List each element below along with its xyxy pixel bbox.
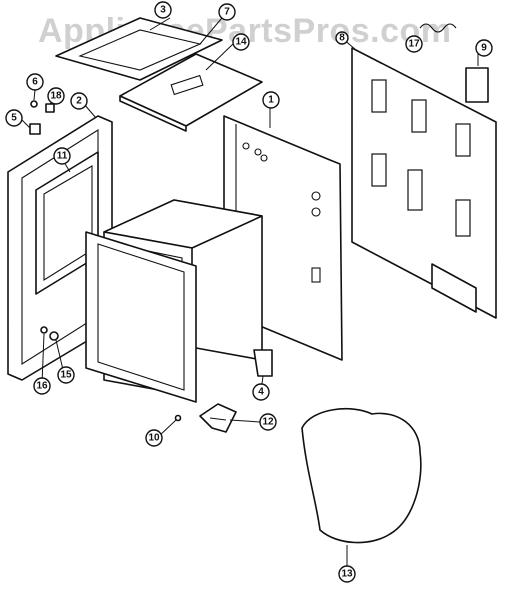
callout-17: 17: [405, 35, 423, 53]
part-5-clip: [29, 123, 41, 135]
callout-18: 18: [47, 87, 65, 105]
part-9-bracket: [465, 67, 489, 103]
callout-9: 9: [475, 39, 493, 57]
callout-13: 13: [338, 565, 356, 583]
svg-text:2: 2: [76, 96, 82, 107]
svg-text:4: 4: [258, 387, 264, 398]
part-6-screw: [30, 100, 38, 108]
callout-12: 12: [259, 413, 277, 431]
part-10-screw: [174, 414, 182, 422]
part-17-spring: [419, 23, 457, 33]
svg-text:17: 17: [408, 39, 420, 50]
svg-text:16: 16: [36, 381, 48, 392]
callout-16: 16: [33, 377, 51, 395]
part-16-screw: [40, 326, 48, 334]
svg-text:14: 14: [235, 37, 247, 48]
svg-text:10: 10: [148, 433, 160, 444]
callout-2: 2: [70, 92, 88, 110]
svg-text:15: 15: [60, 370, 72, 381]
back-panel: [351, 47, 497, 319]
svg-text:6: 6: [32, 77, 38, 88]
part-4-bracket: [253, 349, 273, 377]
callout-3: 3: [154, 1, 172, 19]
svg-text:7: 7: [224, 7, 230, 18]
callout-6: 6: [26, 73, 44, 91]
callout-14: 14: [232, 33, 250, 51]
vent-slots: [371, 79, 471, 237]
part-13-insulation: [301, 408, 422, 544]
svg-text:12: 12: [262, 417, 274, 428]
svg-text:9: 9: [481, 43, 487, 54]
callout-7: 7: [218, 3, 236, 21]
callout-11: 11: [53, 147, 71, 165]
svg-text:18: 18: [50, 91, 62, 102]
svg-text:8: 8: [339, 33, 345, 44]
callout-5: 5: [5, 109, 23, 127]
part-12-hinge: [199, 403, 237, 433]
svg-text:5: 5: [11, 113, 17, 124]
callout-1: 1: [262, 91, 280, 109]
part-15-screw: [49, 331, 59, 341]
callout-8: 8: [335, 31, 349, 45]
callout-10: 10: [145, 429, 163, 447]
callout-15: 15: [57, 366, 75, 384]
cavity-front-frame: [85, 231, 197, 403]
part-18-bracket: [45, 103, 55, 113]
callout-4: 4: [252, 383, 270, 401]
svg-text:3: 3: [160, 5, 166, 16]
svg-text:1: 1: [268, 95, 274, 106]
part-14-burner-plate: [119, 53, 263, 132]
svg-text:13: 13: [341, 569, 353, 580]
svg-text:11: 11: [57, 151, 68, 162]
